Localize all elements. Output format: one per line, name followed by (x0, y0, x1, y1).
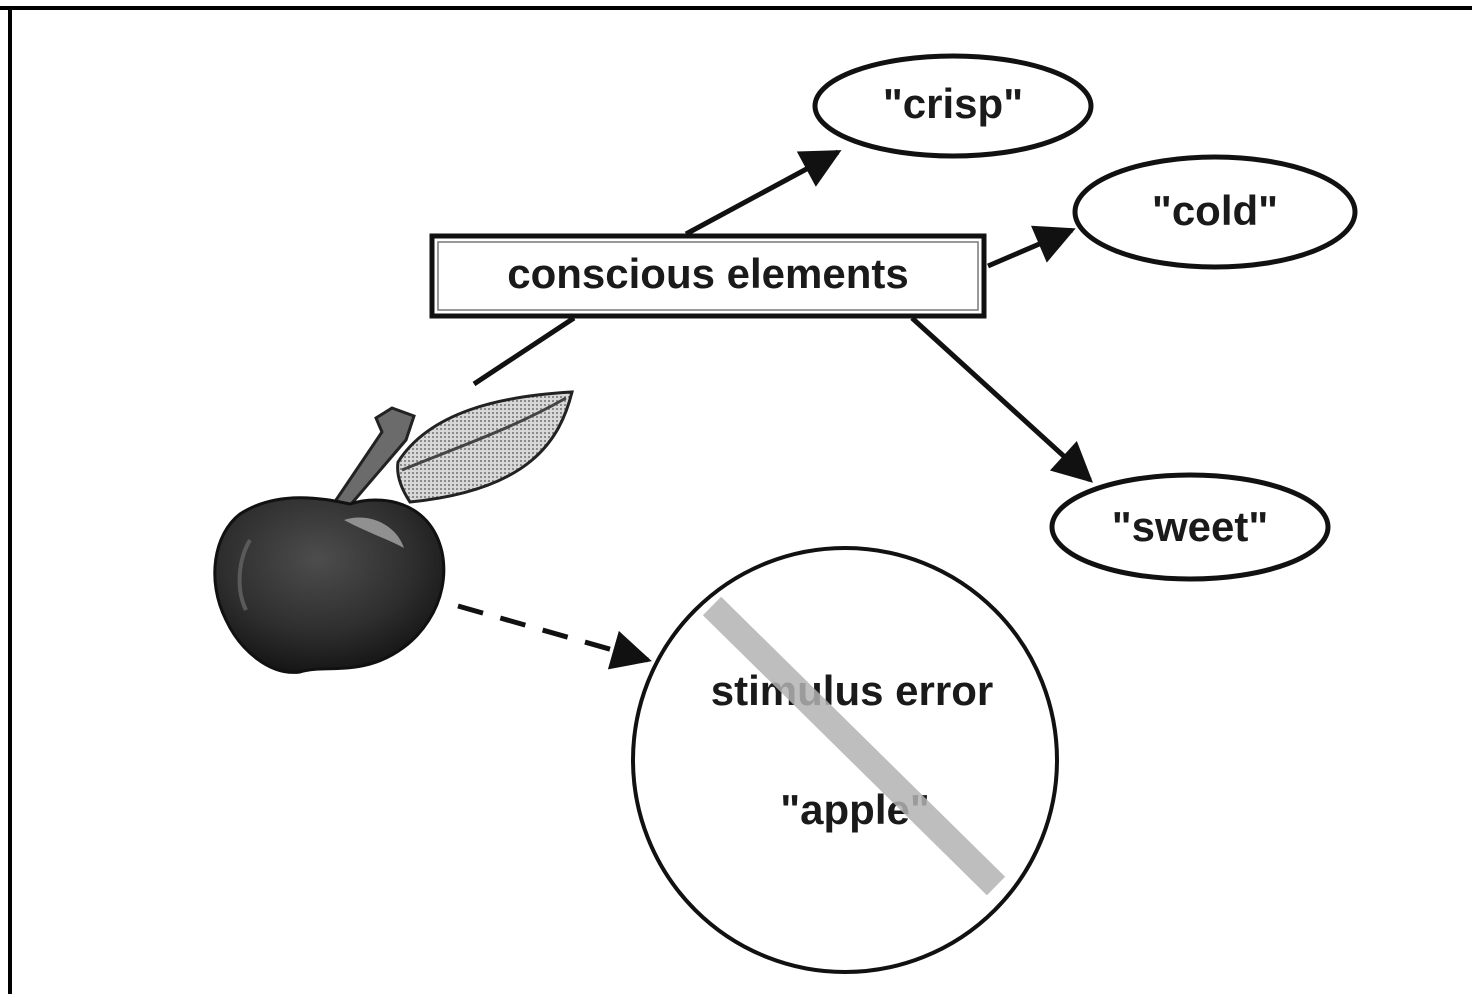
sweet-label: "sweet" (1112, 503, 1269, 550)
arrow-to-cold (987, 225, 1076, 269)
cold-ellipse (1072, 154, 1358, 270)
stimulus-error-circle (631, 546, 1059, 974)
crisp-ellipse (812, 53, 1094, 159)
conscious-elements-label: conscious elements (507, 250, 908, 297)
apple-stem (329, 406, 416, 512)
sweet-ellipse (1049, 472, 1331, 582)
apple-icon (213, 390, 574, 674)
arrow-to-crisp (684, 149, 842, 237)
stimulus-error-label: stimulus error (711, 667, 993, 714)
cold-label: "cold" (1152, 187, 1278, 234)
crisp-label: "crisp" (883, 80, 1023, 127)
apple-leaf (396, 390, 574, 504)
arrow-to-sweet (910, 316, 1093, 483)
conscious-elements-box-inner-border (437, 241, 979, 311)
apple-to-elements-line (472, 315, 576, 387)
conscious-elements-box (429, 233, 987, 319)
strike-through-bar (702, 596, 1006, 896)
dashed-arrow-to-stimulus-error (457, 603, 652, 670)
apple-body (213, 496, 446, 674)
